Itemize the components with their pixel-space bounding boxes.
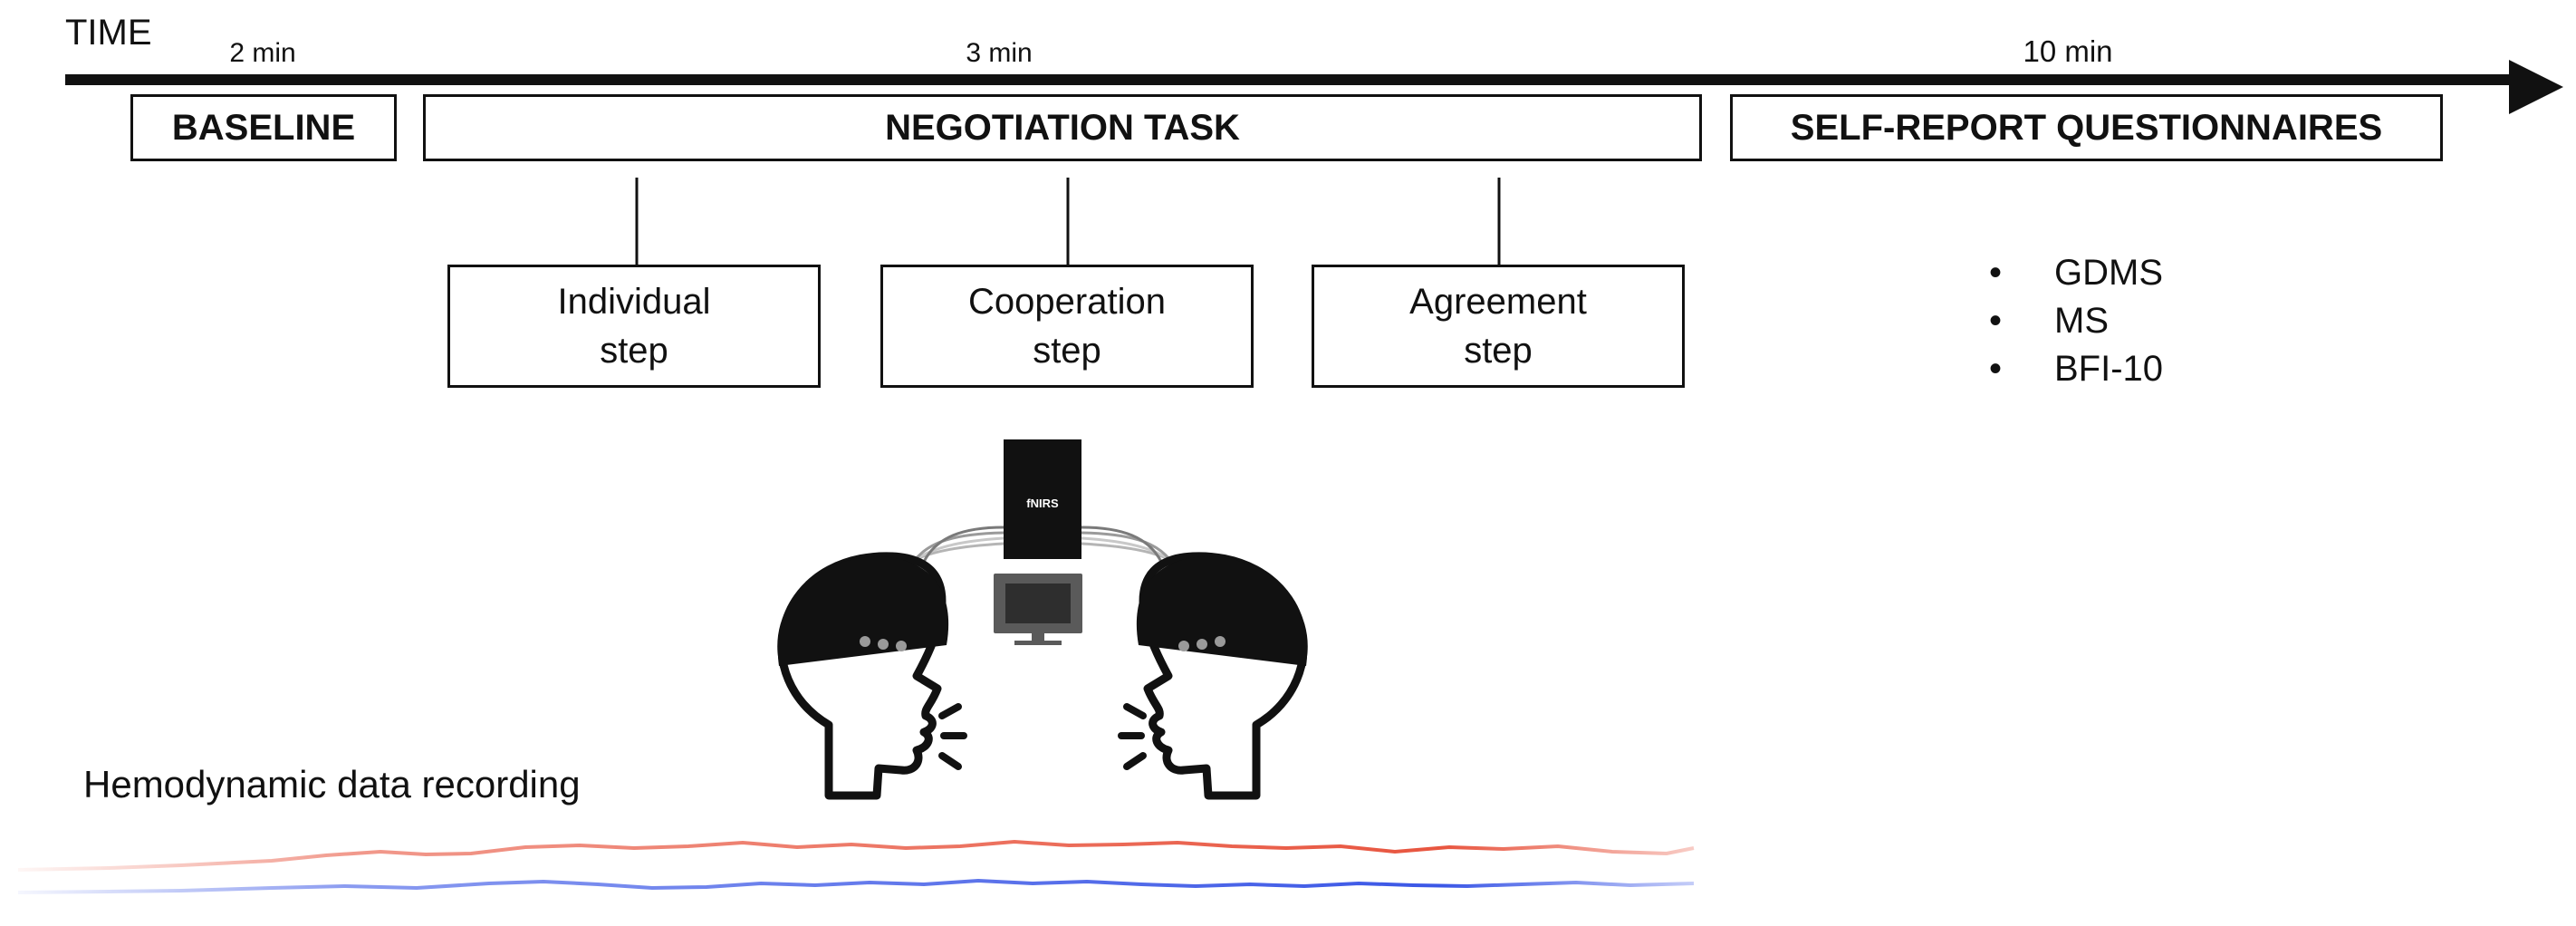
right-head-icon — [1118, 552, 1308, 800]
hemodynamic-signal-blue — [17, 878, 1695, 894]
phase-self-report-questionnaires: SELF-REPORT QUESTIONNAIRES — [1730, 94, 2443, 161]
duration-questionnaires: 10 min — [2023, 34, 2113, 68]
duration-baseline: 2 min — [229, 38, 296, 68]
time-axis-label: TIME — [65, 13, 152, 53]
questionnaire-item: BFI-10 — [1989, 345, 2163, 393]
step-individual: Individual step — [447, 265, 821, 388]
questionnaire-list: GDMS MS BFI-10 — [1989, 249, 2163, 393]
step-individual-line1: Individual — [557, 282, 711, 322]
hemodynamic-recording-label: Hemodynamic data recording — [83, 763, 581, 805]
fnirs-device — [1004, 439, 1081, 559]
duration-negotiation: 3 min — [966, 38, 1033, 68]
step-cooperation-line1: Cooperation — [968, 282, 1166, 322]
step-agreement-line1: Agreement — [1409, 282, 1587, 322]
step-agreement-line2: step — [1464, 331, 1533, 371]
questionnaire-item: GDMS — [1989, 249, 2163, 297]
hemodynamic-signal-red — [17, 839, 1695, 872]
step-individual-line2: step — [600, 331, 668, 371]
step-cooperation-line2: step — [1033, 331, 1101, 371]
timeline-arrowhead — [2509, 60, 2563, 114]
questionnaire-item: MS — [1989, 297, 2163, 345]
fnirs-device-label: fNIRS — [1026, 497, 1059, 510]
step-agreement: Agreement step — [1312, 265, 1685, 388]
phase-negotiation-task: NEGOTIATION TASK — [423, 94, 1702, 161]
monitor-icon — [994, 574, 1082, 645]
left-head-icon — [777, 552, 967, 800]
step-cooperation: Cooperation step — [880, 265, 1254, 388]
phase-baseline: BASELINE — [130, 94, 397, 161]
